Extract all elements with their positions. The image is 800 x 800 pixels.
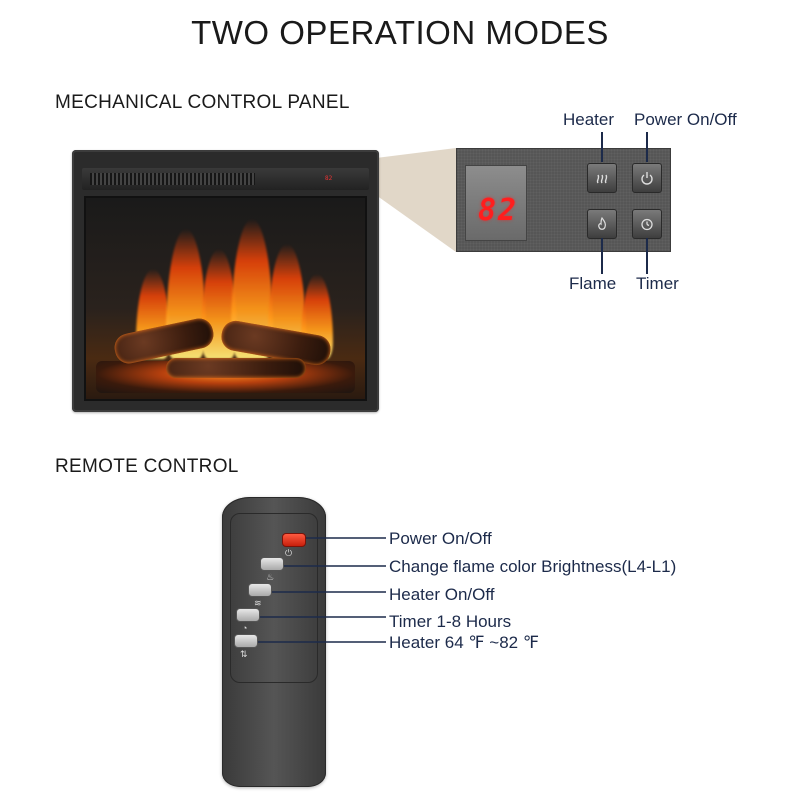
heat-waves-icon	[596, 174, 608, 184]
fireplace-top-bar: 82	[82, 168, 369, 190]
heat-waves-icon: ≋	[254, 598, 262, 608]
log	[166, 358, 306, 378]
power-button-label: Power On/Off	[634, 110, 737, 129]
flame-icon: ♨	[266, 572, 275, 582]
panel-temperature-readout: 82	[477, 193, 519, 228]
remote-heater-label: Heater On/Off	[389, 585, 495, 604]
power-icon: ⏻	[285, 548, 293, 558]
remote-timer-label: Timer 1-8 Hours	[389, 612, 512, 631]
control-panel-closeup: 82	[456, 148, 671, 252]
flame-leader-line	[601, 238, 603, 274]
timer-icon	[641, 218, 653, 231]
timer-leader-line	[646, 238, 648, 274]
up-down-arrows-icon: ⇅	[240, 649, 248, 659]
remote-flame-label: Change flame color Brightness(L4-L1)	[389, 557, 677, 576]
flame-button[interactable]	[587, 209, 617, 239]
remote-heater-button[interactable]	[248, 583, 272, 597]
power-leader-line	[646, 132, 648, 162]
fireplace-vent	[90, 173, 255, 185]
panel-led-display: 82	[465, 165, 527, 241]
mechanical-panel-heading: MECHANICAL CONTROL PANEL	[55, 92, 350, 113]
remote-timer-button[interactable]	[236, 608, 260, 622]
flame-button-label: Flame	[569, 274, 617, 293]
page-title: TWO OPERATION MODES	[191, 14, 609, 51]
fireplace-image: 82	[72, 150, 379, 412]
heater-leader-line	[601, 132, 603, 162]
heater-button[interactable]	[587, 163, 617, 193]
heater-button-label: Heater	[563, 110, 615, 129]
remote-temperature-label: Heater 64 ℉ ~82 ℉	[389, 633, 540, 652]
remote-flame-button[interactable]	[260, 557, 284, 571]
remote-power-label: Power On/Off	[389, 529, 492, 548]
flame-icon	[598, 216, 606, 230]
remote-temperature-button[interactable]	[234, 634, 258, 648]
fireplace-mini-display: 82	[325, 175, 333, 182]
remote-button-area	[230, 513, 318, 683]
remote-power-button[interactable]	[282, 533, 306, 547]
timer-icon: ◔	[242, 623, 248, 633]
power-button[interactable]	[632, 163, 662, 193]
fireplace-firebox	[84, 196, 367, 401]
power-icon	[641, 172, 653, 185]
remote-control-heading: REMOTE CONTROL	[55, 456, 239, 477]
timer-button-label: Timer	[636, 274, 679, 293]
